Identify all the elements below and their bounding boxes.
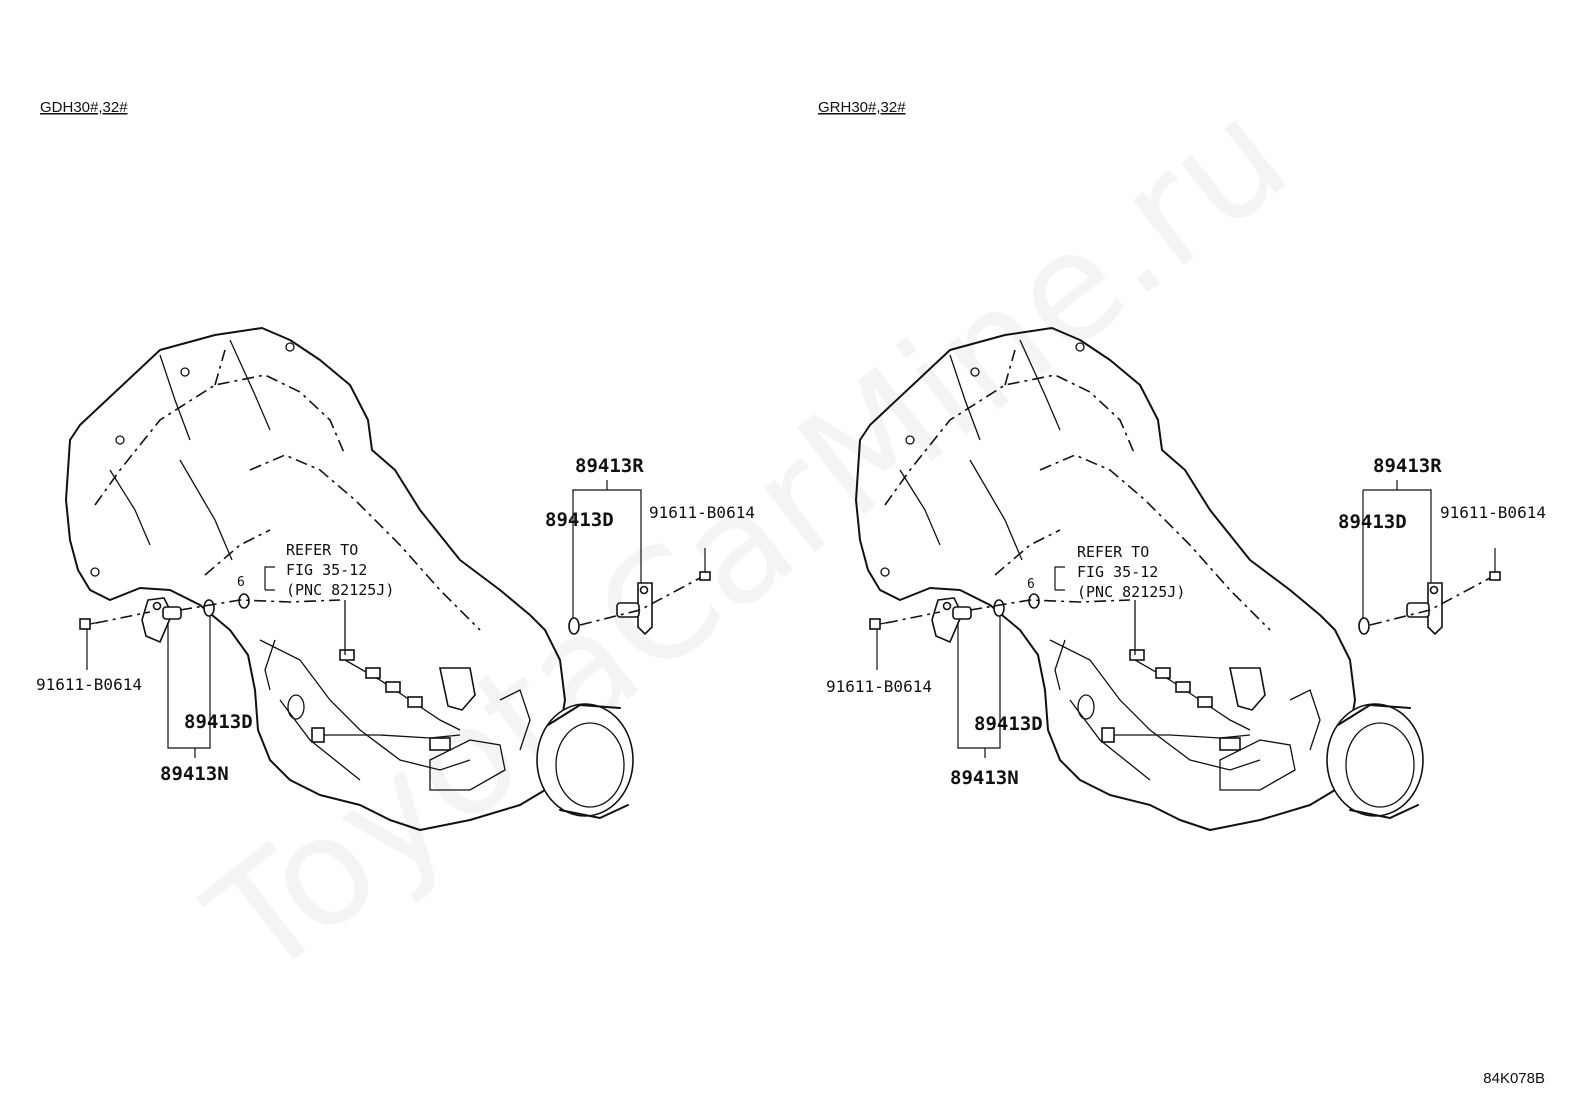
label-bolt-right: 91611-B0614 bbox=[649, 503, 755, 522]
bolt-left bbox=[79, 618, 101, 630]
model-label: GDH30#,32# bbox=[40, 99, 128, 116]
figure-code: 84K078B bbox=[1483, 1070, 1545, 1087]
label-89413D-top: 89413D bbox=[545, 509, 614, 531]
o-ring-right bbox=[568, 617, 580, 635]
label-89413D-bottom: 89413D bbox=[974, 713, 1043, 735]
bolt-right bbox=[1489, 548, 1501, 581]
label-89413D-bottom: 89413D bbox=[184, 711, 253, 733]
label-bolt-right: 91611-B0614 bbox=[1440, 503, 1546, 522]
view-gdh: GDH30#,32# 89413R 89413D 91611-B0614 bbox=[36, 99, 755, 831]
refer-line-2: FIG 35-12 bbox=[1077, 563, 1158, 581]
view-grh: GRH30#,32# 89413R bbox=[818, 99, 1546, 831]
refer-line-1: REFER TO bbox=[286, 541, 358, 559]
o-ring-left bbox=[203, 599, 215, 617]
speed-sensor-left bbox=[141, 597, 182, 643]
speed-sensor-left bbox=[931, 597, 972, 643]
callout-6: 6 bbox=[237, 575, 245, 590]
bolt-right bbox=[699, 548, 711, 581]
refer-line-1: REFER TO bbox=[1077, 543, 1149, 561]
refer-line-3: (PNC 82125J) bbox=[1077, 583, 1185, 601]
bolt-left bbox=[869, 618, 891, 630]
o-ring-left bbox=[993, 599, 1005, 617]
o-ring-right bbox=[1358, 617, 1370, 635]
refer-line-3: (PNC 82125J) bbox=[286, 581, 394, 599]
label-89413N: 89413N bbox=[160, 763, 229, 785]
label-89413R: 89413R bbox=[575, 455, 644, 477]
label-89413N: 89413N bbox=[950, 767, 1019, 789]
label-bolt-left: 91611-B0614 bbox=[826, 677, 932, 696]
label-89413D-top: 89413D bbox=[1338, 511, 1407, 533]
callout-6: 6 bbox=[1027, 577, 1035, 592]
refer-line-2: FIG 35-12 bbox=[286, 561, 367, 579]
speed-sensor-right bbox=[1406, 582, 1443, 635]
model-label: GRH30#,32# bbox=[818, 99, 906, 116]
label-89413R: 89413R bbox=[1373, 455, 1442, 477]
label-bolt-left: 91611-B0614 bbox=[36, 675, 142, 694]
